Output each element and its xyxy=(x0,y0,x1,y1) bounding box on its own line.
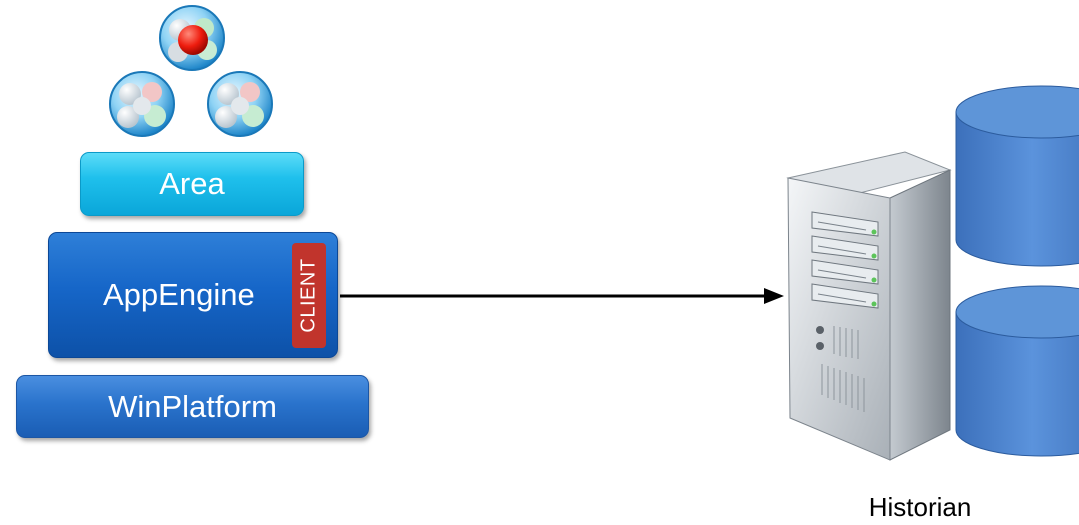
historian-label: Historian xyxy=(868,492,972,522)
winplatform-block: WinPlatform xyxy=(16,375,369,438)
object-sphere-icon xyxy=(207,71,273,137)
database-icon xyxy=(955,285,1079,457)
appengine-block: AppEngine xyxy=(48,232,338,358)
client-label: CLIENT xyxy=(297,258,320,333)
database-icon xyxy=(955,85,1079,267)
object-sphere-icon xyxy=(159,5,225,71)
area-block: Area xyxy=(80,152,304,216)
object-sphere-icon xyxy=(109,71,175,137)
client-tag: CLIENT xyxy=(292,243,326,348)
area-label: Area xyxy=(159,166,225,201)
server-icon xyxy=(786,151,952,461)
connection-arrow xyxy=(340,288,784,304)
appengine-label: AppEngine xyxy=(103,277,255,312)
winplatform-label: WinPlatform xyxy=(108,388,277,424)
